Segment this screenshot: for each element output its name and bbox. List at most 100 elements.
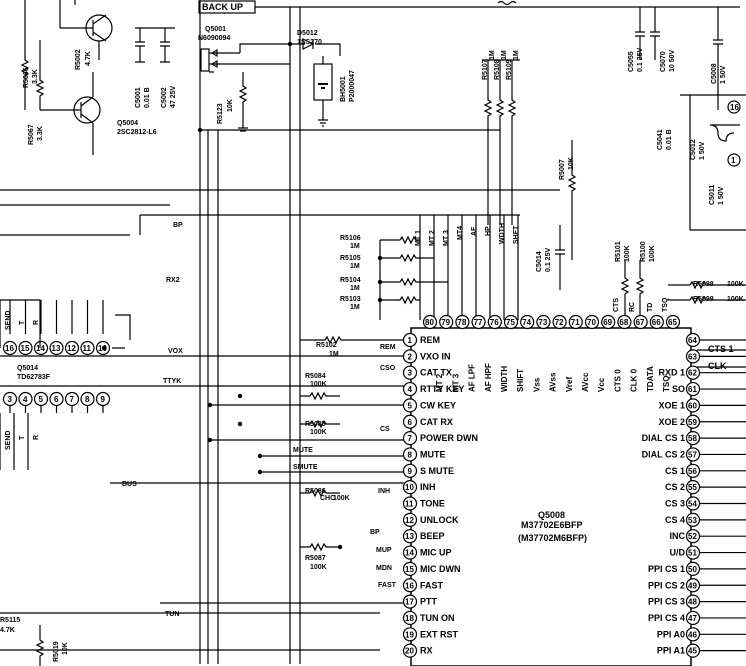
left-pin-num: 7: [408, 434, 413, 443]
left-pin-name: CAT TX: [420, 368, 452, 378]
r5108-label: R5108: [494, 59, 501, 80]
r5105-val: 1M: [350, 263, 360, 270]
right-pin-name: XOE 1: [658, 400, 685, 410]
right-pin-name: CS 2: [665, 482, 685, 492]
top-pin-num: 66: [652, 318, 661, 327]
net-r2: R: [33, 435, 40, 440]
c5011-label: C5011: [709, 185, 716, 205]
left-pin-num: 3: [408, 369, 413, 378]
net-tsq: TSQ: [662, 297, 669, 312]
top-pin-name: Vss: [532, 377, 541, 392]
r5099-val: 100K: [727, 296, 744, 303]
r5019-label: R5019: [53, 641, 60, 662]
q14_bot-pin-9: [95, 391, 111, 407]
left-pin-name: TONE: [420, 499, 445, 509]
r5104-val: 1M: [350, 285, 360, 292]
q14_bot-pin-num: 5: [39, 395, 44, 404]
q14_bot-pin-7: [64, 391, 80, 407]
c5001-c5002: [135, 27, 175, 63]
top-net-bus: [139, 214, 520, 320]
top-pin-num: 67: [636, 318, 645, 327]
pin-1-small: [727, 153, 741, 167]
left-pin-9: [402, 463, 418, 478]
c5055-label: C5055: [628, 51, 635, 72]
top-pin-66: [649, 314, 664, 330]
r5086-val: 100K: [333, 495, 350, 502]
q14_bot-pin-5: [33, 391, 49, 407]
right-pin-num: 62: [688, 369, 697, 378]
right-pin-50: [685, 561, 701, 577]
right-pin-num: 54: [688, 500, 697, 509]
left-signal-lines: [0, 355, 404, 651]
right-pin-num: 64: [688, 336, 697, 345]
left-pin-num: 13: [405, 532, 414, 541]
c5014-cap: [555, 225, 565, 290]
right-pin-name: PPI CS 4: [648, 613, 685, 623]
c5070-label: C5070: [660, 51, 667, 72]
c5012-val: 1 50V: [699, 141, 706, 160]
net-wdth: WDTH: [499, 223, 506, 244]
c5002-label: C5002: [161, 87, 168, 108]
net-r: R: [33, 320, 40, 325]
r5123-resistor: [238, 72, 248, 132]
c5008-val: 1 50V: [720, 65, 727, 84]
pin-16-small: [727, 100, 741, 114]
right-pin-name: PPI CS 3: [648, 597, 685, 607]
net-t: T: [19, 320, 26, 325]
top-pin-num: 78: [457, 318, 466, 327]
q14_bot-pin-8: [80, 391, 95, 407]
c5008-area: [680, 7, 746, 231]
right-pin-num: 52: [688, 532, 697, 541]
horizontal-bus: [0, 189, 560, 236]
right-pin-59: [685, 414, 701, 429]
r5115-val: 4.7K: [0, 627, 15, 634]
q14_top-pin-num: 12: [67, 344, 76, 353]
top-pin-73: [536, 314, 551, 330]
pin-1-small-label: 1: [731, 156, 736, 165]
r5109-label: R5109: [506, 59, 513, 80]
right-pin-num: 46: [688, 630, 697, 639]
left-pin-name: INH: [420, 482, 436, 492]
top-pin-74: [520, 314, 535, 330]
top-pin-76: [487, 314, 502, 330]
top-pin-name: SHIFT: [516, 369, 525, 392]
net-fast: FAST: [378, 582, 397, 589]
net-cts: CTS: [613, 298, 620, 312]
r5107-label: R5107: [482, 59, 489, 80]
left-pin-name: MIC DWN: [420, 564, 461, 574]
right-pin-num: 45: [688, 647, 697, 656]
q14_bot-pin-4: [18, 391, 33, 407]
top-pin-name: MT 2: [435, 373, 444, 392]
right-pin-num: 47: [688, 614, 697, 623]
r5087-val: 100K: [310, 564, 327, 571]
left-pin-11: [402, 496, 418, 511]
top-pin-num: 73: [538, 318, 547, 327]
right-pin-num: 60: [688, 401, 697, 410]
q5001-body: [200, 48, 210, 72]
left-pin-num: 6: [408, 418, 413, 427]
left-pin-name: CW KEY: [420, 400, 456, 410]
right-pin-51: [685, 545, 701, 560]
left-pin-name: UNLOCK: [420, 515, 459, 525]
r5098-r5099: [668, 280, 746, 305]
right-pin-54: [685, 496, 701, 511]
c5002-val: 47 25V: [170, 85, 177, 108]
r5002-label: R5002: [75, 49, 82, 70]
right-pin-num: 56: [688, 467, 697, 476]
net-mt2: MT 2: [429, 230, 436, 246]
left-pin-num: 4: [408, 385, 413, 394]
left-pin-name: EXT RST: [420, 629, 459, 639]
left-pin-num: 10: [405, 483, 414, 492]
net-clk: CLK: [708, 361, 727, 371]
top-pin-71: [568, 314, 583, 330]
net-send2: SEND: [5, 431, 12, 450]
r5123-val: 10K: [227, 99, 234, 112]
right-pin-47: [685, 610, 701, 626]
top-pin-65: [665, 314, 681, 330]
net-mt3: MT 3: [443, 230, 450, 246]
r5102-label: R5102: [316, 342, 337, 349]
top-pin-num: 68: [619, 318, 628, 327]
top-pin-num: 79: [441, 318, 450, 327]
